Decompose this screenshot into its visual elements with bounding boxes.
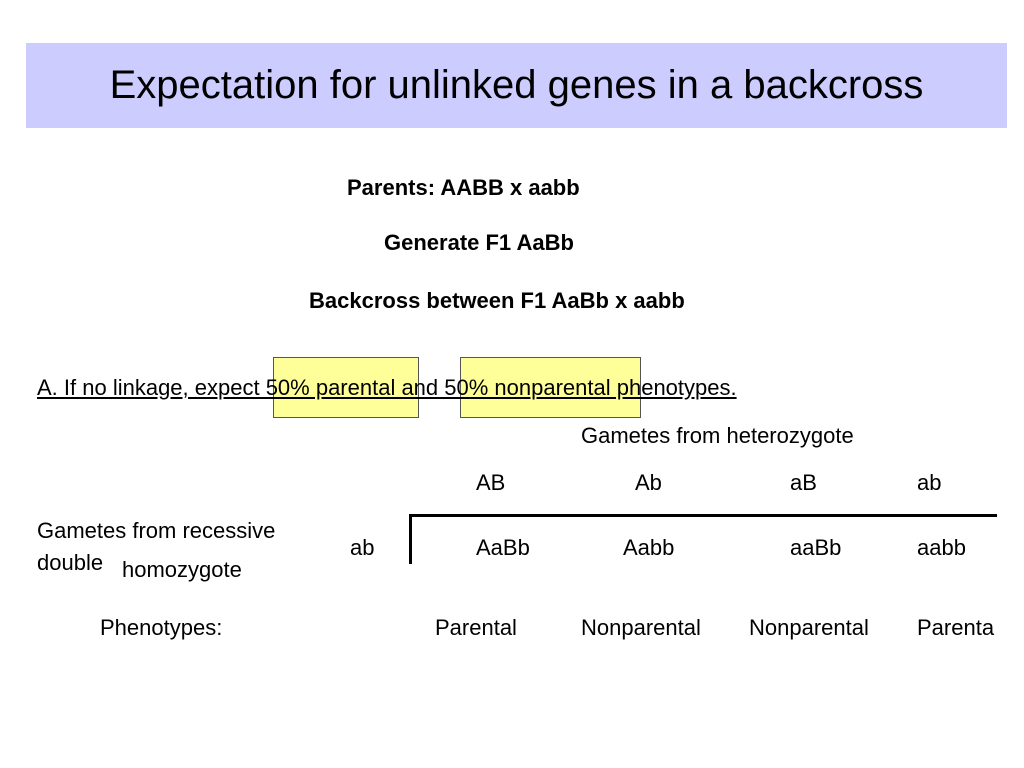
highlight-box-left (273, 357, 419, 418)
het-gamete-Ab: Ab (635, 470, 662, 495)
title-bar: Expectation for unlinked genes in a back… (26, 43, 1007, 128)
recessive-gametes-label-line2: double (37, 550, 104, 575)
phenotypes-label: Phenotypes: (100, 615, 223, 640)
heterozygote-gametes-label: Gametes from heterozygote (581, 423, 854, 448)
table-left-rule (409, 514, 412, 564)
recessive-gametes-label-line3: homozygote (122, 557, 242, 582)
phenotype-4: Parenta (917, 615, 995, 640)
no-linkage-statement: A. If no linkage, expect 50% parental an… (37, 375, 737, 400)
phenotype-2: Nonparental (581, 615, 701, 640)
offspring-AaBb: AaBb (476, 535, 530, 560)
het-gamete-aB: aB (790, 470, 817, 495)
offspring-aaBb: aaBb (790, 535, 842, 560)
phenotype-1: Parental (435, 615, 517, 640)
phenotype-3: Nonparental (749, 615, 869, 640)
slide-title: Expectation for unlinked genes in a back… (109, 63, 924, 107)
f1-line: Generate F1 AaBb (384, 230, 574, 255)
table-top-rule (410, 514, 997, 517)
offspring-Aabb: Aabb (623, 535, 675, 560)
recessive-gamete-ab: ab (350, 535, 375, 560)
het-gamete-AB: AB (476, 470, 506, 495)
highlight-box-right (460, 357, 641, 418)
recessive-gametes-label-line1: Gametes from recessive (37, 518, 276, 543)
offspring-aabb: aabb (917, 535, 966, 560)
parents-line: Parents: AABB x aabb (347, 175, 580, 200)
backcross-line: Backcross between F1 AaBb x aabb (309, 288, 685, 313)
het-gamete-ab: ab (917, 470, 942, 495)
